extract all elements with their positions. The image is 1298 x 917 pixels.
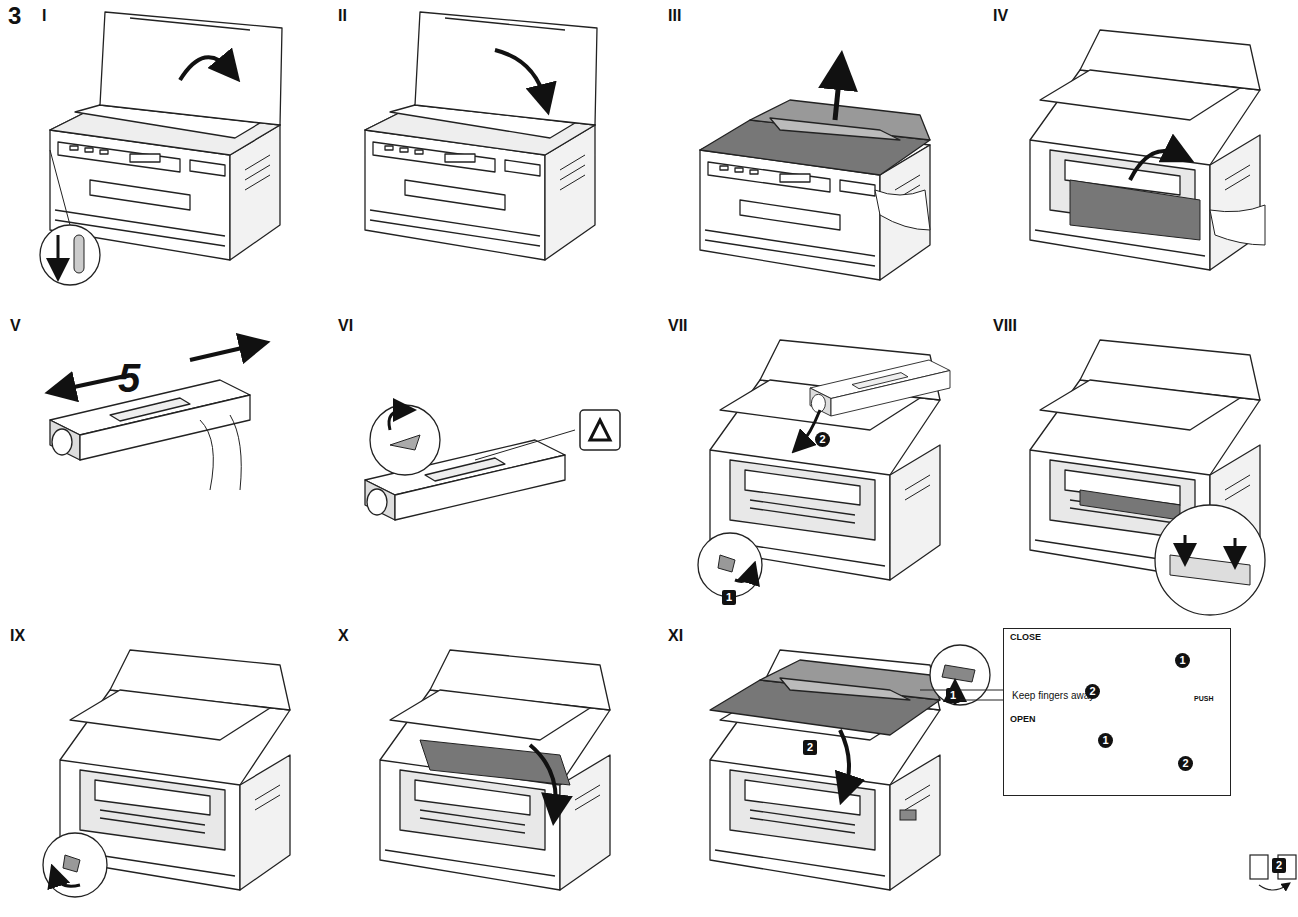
step-number: III <box>668 8 681 24</box>
step-number: I <box>42 8 46 24</box>
step-number: VI <box>338 318 353 334</box>
inset-text: Keep fingers away <box>1012 691 1094 701</box>
step-number: II <box>338 8 347 24</box>
step-number: XI <box>668 628 683 644</box>
callout-number: 1 <box>946 688 960 703</box>
step-number: V <box>10 318 21 334</box>
inset-box: CLOSE Keep fingers away PUSH OPEN <box>1003 628 1231 796</box>
page-number: 2 <box>1272 858 1286 873</box>
callout-number: 1 <box>1175 653 1190 668</box>
callout-number: 2 <box>1085 684 1100 699</box>
callout-number: 1 <box>1098 733 1113 748</box>
inset-text: CLOSE <box>1010 633 1041 642</box>
callout-number: 1 <box>722 590 736 605</box>
inset-text: PUSH <box>1194 695 1213 702</box>
repeat-count: 5 <box>118 358 140 398</box>
inset-text: OPEN <box>1010 715 1036 724</box>
step-number: X <box>338 628 349 644</box>
callout-number: 2 <box>1178 756 1193 771</box>
step-number: VIII <box>993 318 1017 334</box>
step-number: IX <box>10 628 25 644</box>
callout-number: 2 <box>803 740 817 755</box>
callout-number: 2 <box>815 432 830 447</box>
sheet-number: 3 <box>8 4 21 28</box>
step-number: IV <box>993 8 1008 24</box>
step-number: VII <box>668 318 688 334</box>
